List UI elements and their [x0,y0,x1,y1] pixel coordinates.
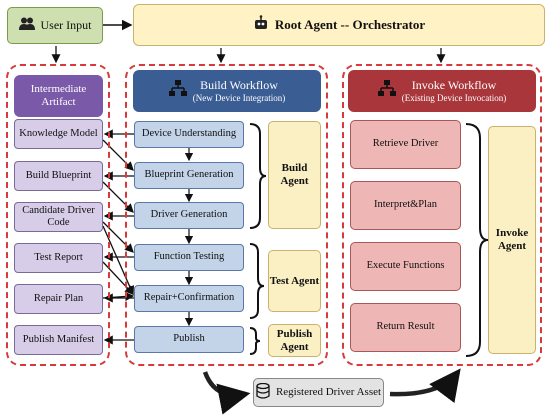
invoke-step-execute-functions: Execute Functions [350,242,461,291]
build-step-device-understanding: Device Understanding [134,121,244,148]
artifact-group [6,64,110,366]
build-header: Build Workflow (New Device Integration) [133,70,321,112]
invoke-step-return-result: Return Result [350,303,461,352]
root-agent-label: Root Agent -- Orchestrator [274,16,426,32]
invoke-agent: Invoke Agent [488,126,536,354]
build-step-label: Repair+Confirmation [143,292,235,304]
artifact-label: Knowledge Model [19,127,98,139]
invoke-step-label: Retrieve Driver [372,138,439,150]
users-icon [18,17,35,34]
publish-brace [249,327,261,355]
build-step-label: Function Testing [153,251,225,263]
publish-agent-label: Publish Agent [276,327,313,353]
invoke-step-label: Interpret&Plan [374,199,437,211]
artifact-label: Test Report [34,251,83,263]
build-step-label: Driver Generation [150,209,228,221]
registered-driver-asset: Registered Driver Asset [253,378,384,407]
invoke-group [342,64,542,366]
build-agent-label: Build Agent [280,162,309,187]
invoke-step-label: Execute Functions [366,260,445,272]
test-brace [249,243,265,319]
artifact-item-publish-manifest: Publish Manifest [14,325,103,355]
build-step-label: Publish [173,333,205,345]
build-group [125,64,328,366]
user-input-box: User Input [7,7,103,44]
publish-agent: Publish Agent [268,324,321,357]
build-header-title: Build Workflow [200,77,278,92]
invoke-step-label: Return Result [376,321,435,333]
artifact-item-test-report: Test Report [14,243,103,273]
artifact-item-repair-plan: Repair Plan [14,284,103,314]
root-agent-box: Root Agent -- Orchestrator [133,4,545,46]
robot-icon [253,15,269,35]
build-step-blueprint-generation: Blueprint Generation [134,162,244,189]
invoke-header: Invoke Workflow (Existing Device Invocat… [348,70,536,112]
workflow-icon [168,80,187,101]
artifact-item-knowledge-model: Knowledge Model [14,119,103,149]
build-step-function-testing: Function Testing [134,244,244,271]
build-step-label: Device Understanding [141,128,237,140]
build-step-label: Blueprint Generation [144,169,234,181]
artifact-item-build-blueprint: Build Blueprint [14,161,103,191]
artifact-header: Intermediate Artifact [14,75,103,117]
arrow-asset-to-invoke [389,368,461,404]
test-agent: Test Agent [268,250,321,312]
workflow-icon [377,80,396,101]
asset-label: Registered Driver Asset [275,386,382,399]
build-brace [249,123,267,229]
build-step-publish: Publish [134,326,244,353]
artifact-header-label: Intermediate Artifact [30,83,87,108]
build-agent: Build Agent [268,121,321,229]
invoke-step-interpret-plan: Interpret&Plan [350,181,461,230]
artifact-label: Candidate Driver Code [22,204,95,228]
user-input-label: User Input [40,17,92,32]
build-header-subtitle: (New Device Integration) [192,92,286,103]
artifact-label: Build Blueprint [25,169,92,181]
artifact-label: Repair Plan [33,292,84,304]
arrow-publish-to-asset [202,371,251,415]
invoke-header-title: Invoke Workflow [411,77,497,92]
invoke-agent-label: Invoke Agent [495,227,529,252]
invoke-step-retrieve-driver: Retrieve Driver [350,120,461,169]
artifact-item-candidate-driver-code: Candidate Driver Code [14,202,103,232]
build-step-repair-confirmation: Repair+Confirmation [134,285,244,312]
invoke-header-subtitle: (Existing Device Invocation) [401,92,507,103]
build-step-driver-generation: Driver Generation [134,202,244,229]
test-agent-label: Test Agent [269,274,320,287]
artifact-label: Publish Manifest [22,333,95,345]
database-icon [256,382,270,403]
